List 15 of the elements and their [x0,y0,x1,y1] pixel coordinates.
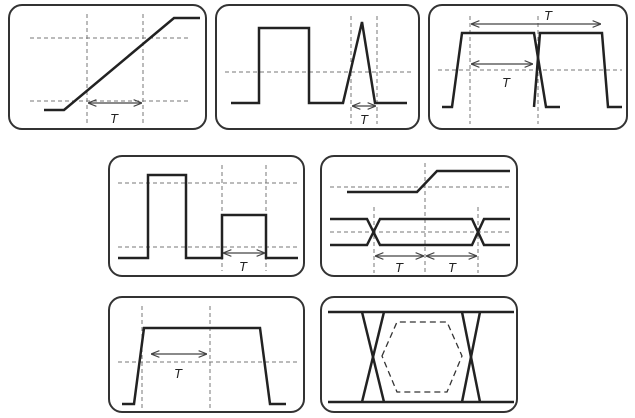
scope-panel [320,155,518,277]
dimension-label: T [448,261,456,275]
dimension-label: T [174,367,182,381]
scope-panel [320,296,518,413]
scope-panel [428,4,628,130]
dimension-label: T [502,76,510,90]
dimension-label: T [360,113,368,127]
scope-panel [108,155,305,277]
scope-panel [215,4,420,130]
scope-panel [108,296,305,413]
dimension-label: T [110,112,118,126]
dimension-label: T [239,260,247,274]
dimension-label: T [395,261,403,275]
dimension-label: T [544,9,552,23]
scope-panel [8,4,207,130]
